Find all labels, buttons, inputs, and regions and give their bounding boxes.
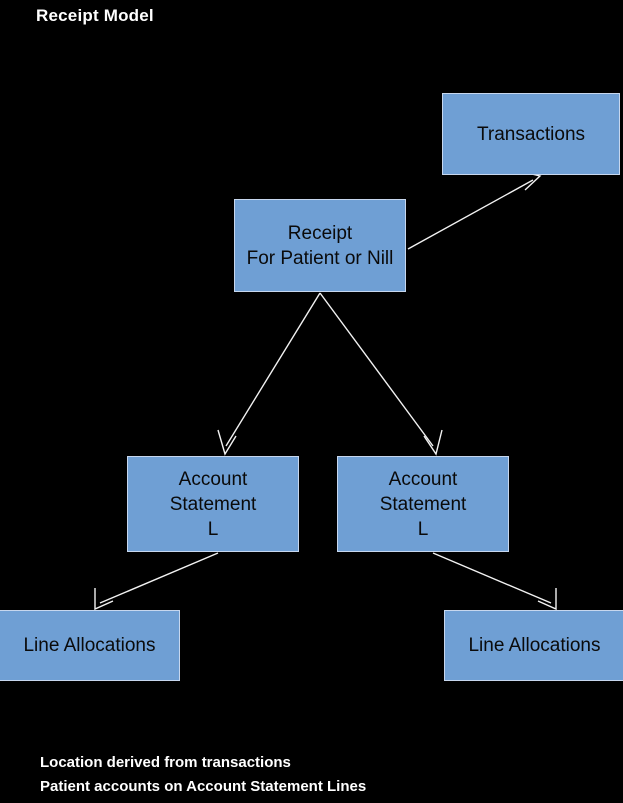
edge-receipt-to-account-statement-right — [319, 292, 443, 456]
edge-account-statement-left-to-line-allocations-left — [94, 552, 219, 611]
node-account-statement-right[interactable]: Account Statement L — [337, 456, 509, 552]
note-location-derived: Location derived from transactions — [40, 754, 291, 771]
edge-receipt-to-transactions — [407, 170, 542, 250]
node-account-statement-right-label: Account Statement L — [379, 468, 467, 540]
node-line-allocations-right[interactable]: Line Allocations — [444, 610, 623, 681]
node-receipt[interactable]: Receipt For Patient or Nill — [234, 199, 406, 292]
node-receipt-label: Receipt For Patient or Nill — [246, 222, 394, 269]
edge-receipt-to-account-statement-left — [217, 292, 321, 456]
node-line-allocations-left[interactable]: Line Allocations — [0, 610, 180, 681]
node-line-allocations-left-label: Line Allocations — [23, 635, 156, 656]
edge-account-statement-right-to-line-allocations-right — [432, 552, 557, 611]
page-title: Receipt Model — [36, 6, 154, 25]
node-transactions-label: Transactions — [476, 123, 586, 145]
note-patient-accounts: Patient accounts on Account Statement Li… — [40, 778, 367, 795]
node-line-allocations-right-label: Line Allocations — [468, 635, 601, 656]
node-account-statement-left[interactable]: Account Statement L — [127, 456, 299, 552]
node-transactions[interactable]: Transactions — [442, 93, 620, 175]
node-account-statement-left-label: Account Statement L — [169, 468, 257, 540]
